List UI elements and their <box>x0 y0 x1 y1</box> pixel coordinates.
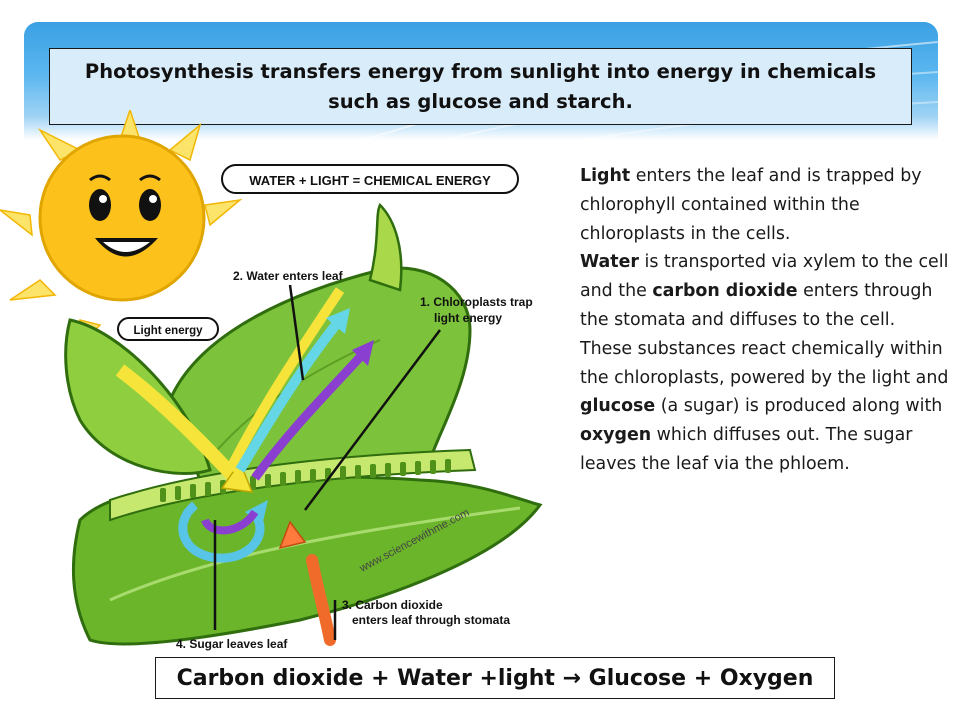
sun-icon <box>38 134 206 302</box>
title-box: Photosynthesis transfers energy from sun… <box>49 48 912 125</box>
leader-lines <box>213 284 441 640</box>
label-chloroplasts-2: light energy <box>434 311 502 325</box>
description-text: Light enters the leaf and is trapped by … <box>580 162 950 479</box>
word-equation-box: Carbon dioxide + Water +light → Glucose … <box>155 657 835 699</box>
header-bubble: WATER + LIGHT = CHEMICAL ENERGY <box>221 164 519 194</box>
slide-title: Photosynthesis transfers energy from sun… <box>84 59 877 113</box>
diagram-header-text: WATER + LIGHT = CHEMICAL ENERGY <box>249 173 491 188</box>
light-arrow <box>115 364 254 493</box>
glucose-cycle-arrow <box>201 509 259 535</box>
label-co2-1: 3. Carbon dioxide <box>342 598 443 612</box>
description-light: Light enters the leaf and is trapped by … <box>580 166 922 244</box>
label-water-enters: 2. Water enters leaf <box>233 269 344 283</box>
description-reaction: These substances react chemically within… <box>580 338 949 474</box>
word-equation: Carbon dioxide + Water +light → Glucose … <box>176 665 814 691</box>
photosynthesis-diagram: WATER + LIGHT = CHEMICAL ENERGY Light en… <box>0 110 543 651</box>
label-chloroplasts-1: 1. Chloroplasts trap <box>420 295 533 309</box>
light-beam-2 <box>225 287 345 473</box>
phloem-tube <box>306 554 336 646</box>
label-co2-2: enters leaf through stomata <box>352 613 510 627</box>
light-energy-bubble: Light energy <box>117 317 219 341</box>
water-arrow <box>235 308 350 473</box>
light-energy-label: Light energy <box>133 325 203 337</box>
co2-arrow <box>278 520 307 550</box>
description-water: Water is transported via xylem to the ce… <box>580 252 949 330</box>
label-sugar-leaves: 4. Sugar leaves leaf <box>176 637 288 651</box>
main-leaf <box>109 202 477 522</box>
left-leaf <box>64 318 212 475</box>
purple-arrow <box>251 340 374 481</box>
